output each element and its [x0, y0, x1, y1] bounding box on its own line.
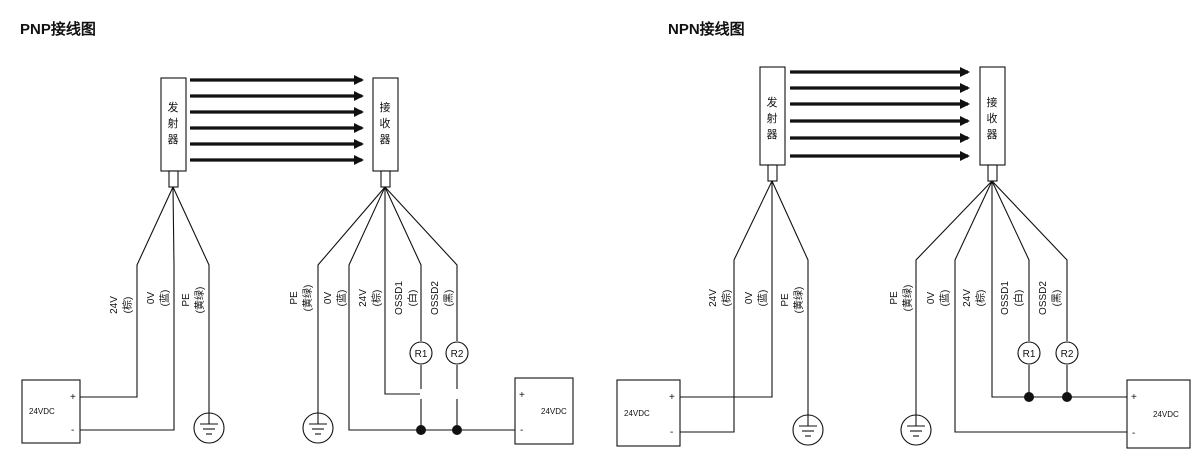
supply-plus: +	[519, 390, 525, 401]
wire-color-black: (黑)	[1051, 290, 1063, 307]
supply-minus: -	[71, 425, 74, 436]
npn-receiver-char: 接	[987, 96, 998, 109]
load-r1-label: R1	[415, 349, 428, 360]
wire-label-ossd1: OSSD1	[394, 281, 405, 315]
supply-minus: -	[1132, 428, 1135, 439]
pnp-receiver-char: 器	[380, 133, 391, 146]
wire-color-yellow-green: (黄绿)	[301, 285, 314, 312]
wire-label-0v: 0V	[146, 292, 157, 305]
load-r2-label: R2	[1061, 349, 1074, 360]
npn-diagram: 发 射 器 接 收 器 24V (棕)	[616, 66, 1191, 449]
wire-color-brown: (棕)	[121, 297, 134, 314]
npn-emitter-char: 射	[767, 111, 778, 125]
supply-minus: -	[670, 427, 673, 438]
junction-dot	[1062, 392, 1072, 402]
npn-emitter-char: 器	[767, 128, 778, 141]
wire-color-brown: (棕)	[974, 290, 987, 307]
junction-dot	[1024, 392, 1034, 402]
wire-label-pe: PE	[889, 291, 900, 305]
pnp-emitter: 发 射 器	[160, 77, 187, 188]
load-r2-label: R2	[451, 349, 464, 360]
ground-icon	[900, 414, 932, 446]
npn-receiver-char: 器	[987, 128, 998, 141]
wire-color-brown: (棕)	[370, 290, 383, 307]
wire-label-pe: PE	[289, 291, 300, 305]
wire-label-ossd2: OSSD2	[430, 281, 441, 315]
pnp-diagram: 发 射 器 接 收 器 24V (棕)	[21, 75, 574, 445]
supply-label: 24VDC	[29, 407, 55, 416]
pnp-receiver-wires	[317, 186, 515, 431]
load-r1: R1	[409, 341, 433, 365]
wire-label-24v: 24V	[962, 289, 973, 307]
wire-label-ossd1: OSSD1	[1000, 281, 1011, 315]
ground-icon	[193, 412, 225, 444]
npn-emitter: 发 射 器	[759, 66, 786, 182]
wire-label-24v: 24V	[708, 289, 719, 307]
npn-receiver-power-supply: 24VDC + -	[1126, 379, 1191, 449]
supply-label: 24VDC	[624, 409, 650, 418]
pnp-diagram-title: PNP接线图	[20, 21, 96, 38]
pnp-emitter-char: 器	[168, 133, 179, 146]
wire-color-blue: (蓝)	[939, 290, 951, 307]
wire-label-0v: 0V	[926, 292, 937, 305]
npn-light-beams	[790, 67, 970, 161]
pnp-receiver-char: 收	[380, 116, 391, 130]
pnp-emitter-wires	[80, 186, 210, 431]
supply-label: 24VDC	[541, 407, 567, 416]
wire-color-yellow-green: (黄绿)	[901, 285, 914, 312]
load-r1-label: R1	[1023, 349, 1036, 360]
ground-icon	[302, 412, 334, 444]
load-r2: R2	[1055, 341, 1079, 365]
ground-icon	[792, 414, 824, 446]
npn-diagram-title: NPN接线图	[668, 21, 745, 38]
supply-plus: +	[1131, 392, 1137, 403]
load-r1: R1	[1017, 341, 1041, 365]
wire-color-yellow-green: (黄绿)	[792, 287, 805, 314]
junction-dot	[452, 425, 462, 435]
wire-color-blue: (蓝)	[159, 290, 171, 307]
wire-label-24v: 24V	[109, 296, 120, 314]
supply-minus: -	[520, 425, 523, 436]
supply-label: 24VDC	[1153, 410, 1179, 419]
npn-emitter-power-supply: 24VDC + -	[616, 379, 681, 447]
npn-emitter-wires	[680, 180, 809, 433]
wire-color-white: (白)	[1012, 290, 1025, 307]
wire-label-pe: PE	[181, 293, 192, 307]
wire-color-brown: (棕)	[720, 290, 733, 307]
pnp-emitter-char: 射	[168, 116, 179, 130]
pnp-receiver: 接 收 器	[372, 77, 399, 188]
pnp-emitter-char: 发	[168, 100, 179, 114]
supply-plus: +	[669, 392, 675, 403]
npn-emitter-char: 发	[767, 95, 778, 109]
junction-dot	[416, 425, 426, 435]
pnp-emitter-power-supply: 24VDC + -	[21, 379, 81, 444]
wire-label-0v: 0V	[744, 292, 755, 305]
wire-label-ossd2: OSSD2	[1038, 281, 1049, 315]
wire-color-blue: (蓝)	[336, 290, 348, 307]
wire-color-white: (白)	[406, 290, 419, 307]
load-r2: R2	[445, 341, 469, 365]
supply-plus: +	[70, 392, 76, 403]
npn-receiver-char: 收	[987, 111, 998, 125]
pnp-receiver-power-supply: 24VDC + -	[514, 377, 574, 445]
pnp-light-beams	[190, 75, 364, 165]
npn-receiver-wires	[915, 180, 1127, 433]
npn-receiver: 接 收 器	[979, 66, 1006, 182]
wire-color-black: (黑)	[443, 290, 455, 307]
pnp-receiver-char: 接	[380, 101, 391, 114]
wire-color-blue: (蓝)	[757, 290, 769, 307]
wire-label-0v: 0V	[323, 292, 334, 305]
wire-color-yellow-green: (黄绿)	[193, 287, 206, 314]
wire-label-24v: 24V	[358, 289, 369, 307]
wire-label-pe: PE	[780, 293, 791, 307]
